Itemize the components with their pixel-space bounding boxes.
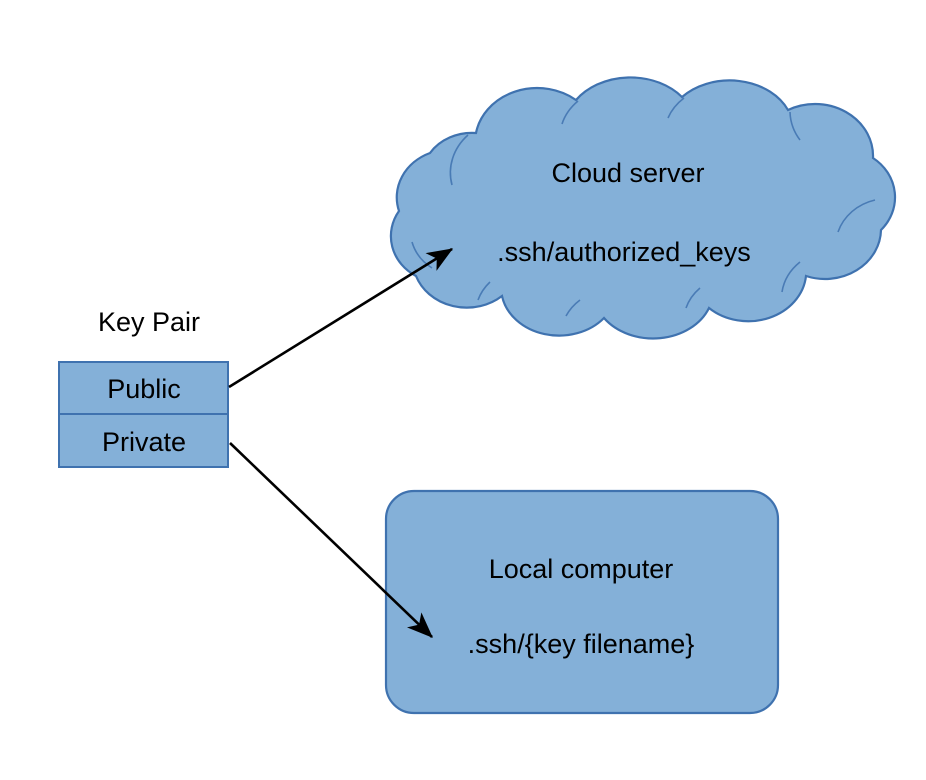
private-cell-label: Private — [102, 427, 186, 457]
arrow-private-to-local — [229, 442, 433, 638]
key-pair-cell-private[interactable]: Private — [58, 413, 229, 468]
key-pair-caption: Key Pair — [98, 307, 200, 337]
cloud-path-label: .ssh/authorized_keys — [497, 237, 751, 267]
local-computer-shape[interactable]: Local computer .ssh/{key filename} — [384, 489, 780, 715]
cloud-title: Cloud server — [551, 158, 704, 188]
local-computer-box — [384, 489, 780, 715]
local-computer-path-label: .ssh/{key filename} — [468, 629, 695, 659]
cloud-server-shape[interactable]: Cloud server .ssh/authorized_keys — [389, 76, 897, 340]
public-cell-box — [58, 361, 229, 415]
arrow-public-to-cloud — [228, 247, 454, 389]
key-pair-group[interactable]: Key Pair Public Private — [58, 307, 229, 468]
private-cell-box — [58, 413, 229, 468]
local-computer-title: Local computer — [489, 554, 674, 584]
cloud-outline — [389, 76, 897, 340]
key-pair-cell-public[interactable]: Public — [58, 361, 229, 415]
public-cell-label: Public — [107, 374, 181, 404]
